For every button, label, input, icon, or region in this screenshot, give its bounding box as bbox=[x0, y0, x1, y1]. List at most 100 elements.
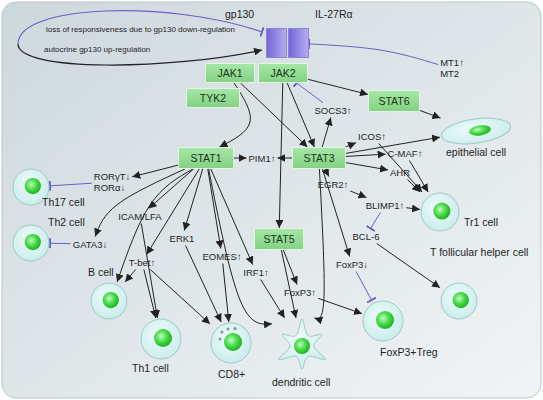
activation-arrow bbox=[234, 158, 247, 159]
cell-node: FoxP3+Treg bbox=[362, 300, 404, 342]
activation-arrow bbox=[406, 208, 420, 210]
activation-arrow bbox=[141, 224, 157, 319]
cell-body bbox=[13, 225, 49, 261]
signaling-box: STAT5 bbox=[254, 228, 304, 250]
node-label: Th2 cell bbox=[48, 216, 85, 228]
node-label: FoxP3↑ bbox=[284, 287, 316, 298]
granule bbox=[218, 337, 221, 340]
gene-label: GATA3↓ bbox=[73, 239, 108, 250]
cell-body bbox=[363, 301, 403, 341]
gene-label: EOMES↑ bbox=[202, 251, 241, 262]
cell-body bbox=[211, 323, 251, 363]
activation-arrow bbox=[346, 143, 357, 147]
gene-label: BLIMP1↑ bbox=[366, 200, 405, 211]
signaling-box: JAK2 bbox=[258, 63, 308, 83]
signaling-box: STAT6 bbox=[368, 90, 420, 112]
activation-arrow bbox=[150, 270, 210, 324]
node-label: ICOS↑ bbox=[358, 131, 386, 142]
receptor-chain: IL-27Rα bbox=[288, 28, 309, 58]
inhibition-line bbox=[50, 183, 92, 186]
activation-arrow bbox=[346, 163, 388, 170]
gene-label: ICOS↑ bbox=[358, 131, 386, 142]
cell-body bbox=[279, 319, 326, 369]
cell-nucleus bbox=[468, 124, 491, 137]
cell-nucleus bbox=[453, 292, 469, 308]
gene-label: AHR bbox=[390, 167, 410, 178]
signaling-box: STAT1 bbox=[178, 147, 234, 169]
node-label: MT1↑ bbox=[440, 57, 464, 68]
receptor-chain: gp130 bbox=[266, 28, 287, 58]
node-label: T-bet↑ bbox=[129, 257, 155, 268]
cell-node: T follicular helper cell bbox=[440, 282, 478, 320]
cell-node: B cell bbox=[90, 282, 128, 320]
node-label: B cell bbox=[88, 266, 114, 278]
granule bbox=[220, 330, 223, 333]
gene-label: BCL-6 bbox=[353, 231, 380, 242]
activation-arrow bbox=[346, 154, 386, 156]
gene-label: SOCS3↑ bbox=[315, 105, 352, 116]
node-label: BLIMP1↑ bbox=[366, 200, 405, 211]
activation-arrow bbox=[125, 270, 136, 283]
gene-label: RORγT↓RORα↓ bbox=[94, 171, 130, 193]
activation-arrow bbox=[281, 250, 296, 318]
cell-nucleus bbox=[294, 338, 310, 354]
activation-arrow bbox=[409, 161, 428, 193]
node-label: ERK1 bbox=[170, 233, 195, 244]
node-label: RORγT↓ bbox=[94, 171, 130, 182]
activation-arrow bbox=[144, 270, 156, 319]
cell-shape bbox=[12, 224, 50, 262]
node-label: Th17 cell bbox=[42, 196, 85, 208]
granule bbox=[226, 327, 229, 330]
cell-shape bbox=[362, 300, 404, 342]
activation-arrow bbox=[211, 169, 253, 265]
inhibition-line bbox=[309, 44, 438, 65]
activation-arrow bbox=[308, 79, 368, 94]
cell-body bbox=[441, 283, 477, 319]
node-label: JAK2 bbox=[270, 67, 295, 79]
cell-node: Tr1 cell bbox=[420, 192, 460, 232]
loop-label: loss of responsiveness due to gp130 down… bbox=[46, 25, 235, 34]
cell-nucleus bbox=[154, 329, 172, 347]
node-label: JAK1 bbox=[217, 67, 242, 79]
gene-label: T-bet↑ bbox=[129, 257, 155, 268]
inhibition-line bbox=[50, 243, 71, 244]
cell-node: Th1 cell bbox=[140, 318, 182, 360]
gene-label: IRF1↑ bbox=[243, 267, 268, 278]
cell-nucleus bbox=[376, 311, 394, 329]
node-label: TYK2 bbox=[200, 92, 226, 104]
node-label: SOCS3↑ bbox=[315, 105, 352, 116]
cell-nucleus bbox=[25, 178, 41, 194]
cell-shape bbox=[140, 318, 182, 360]
activation-arrow bbox=[322, 118, 331, 148]
activation-arrow bbox=[223, 264, 229, 323]
node-label: STAT1 bbox=[190, 152, 221, 164]
signaling-box: STAT3 bbox=[292, 147, 346, 169]
gene-label: ERK1 bbox=[170, 233, 195, 244]
cell-shape bbox=[90, 282, 128, 320]
node-label: Th1 cell bbox=[132, 362, 169, 374]
gene-label: FoxP3↓ bbox=[336, 259, 368, 270]
node-label: BCL-6 bbox=[353, 231, 380, 242]
cell-node: Th2 cell bbox=[12, 224, 50, 262]
signaling-box: TYK2 bbox=[186, 88, 240, 108]
gene-label: FoxP3↑ bbox=[284, 287, 316, 298]
node-label: dendritic cell bbox=[272, 376, 330, 388]
node-label: FoxP3+Treg bbox=[380, 346, 438, 358]
cell-nucleus bbox=[224, 333, 242, 351]
node-label: FoxP3↓ bbox=[336, 259, 368, 270]
activation-arrow bbox=[420, 111, 440, 118]
activation-arrow bbox=[350, 191, 366, 198]
inhibition-line bbox=[297, 83, 323, 103]
node-label: IRF1↑ bbox=[243, 267, 268, 278]
activation-arrow bbox=[379, 144, 422, 193]
gene-label: C-MAF↑ bbox=[388, 148, 423, 159]
activation-arrow bbox=[408, 180, 421, 193]
node-label: ICAM/LFA bbox=[118, 211, 161, 222]
cell-nucleus bbox=[25, 234, 41, 250]
cell-node: Th17 cell bbox=[12, 168, 50, 206]
node-label: epithelial cell bbox=[446, 146, 506, 158]
node-label: C-MAF↑ bbox=[388, 148, 423, 159]
node-label: T follicular helper cell bbox=[430, 246, 530, 258]
activation-arrow bbox=[240, 83, 307, 147]
